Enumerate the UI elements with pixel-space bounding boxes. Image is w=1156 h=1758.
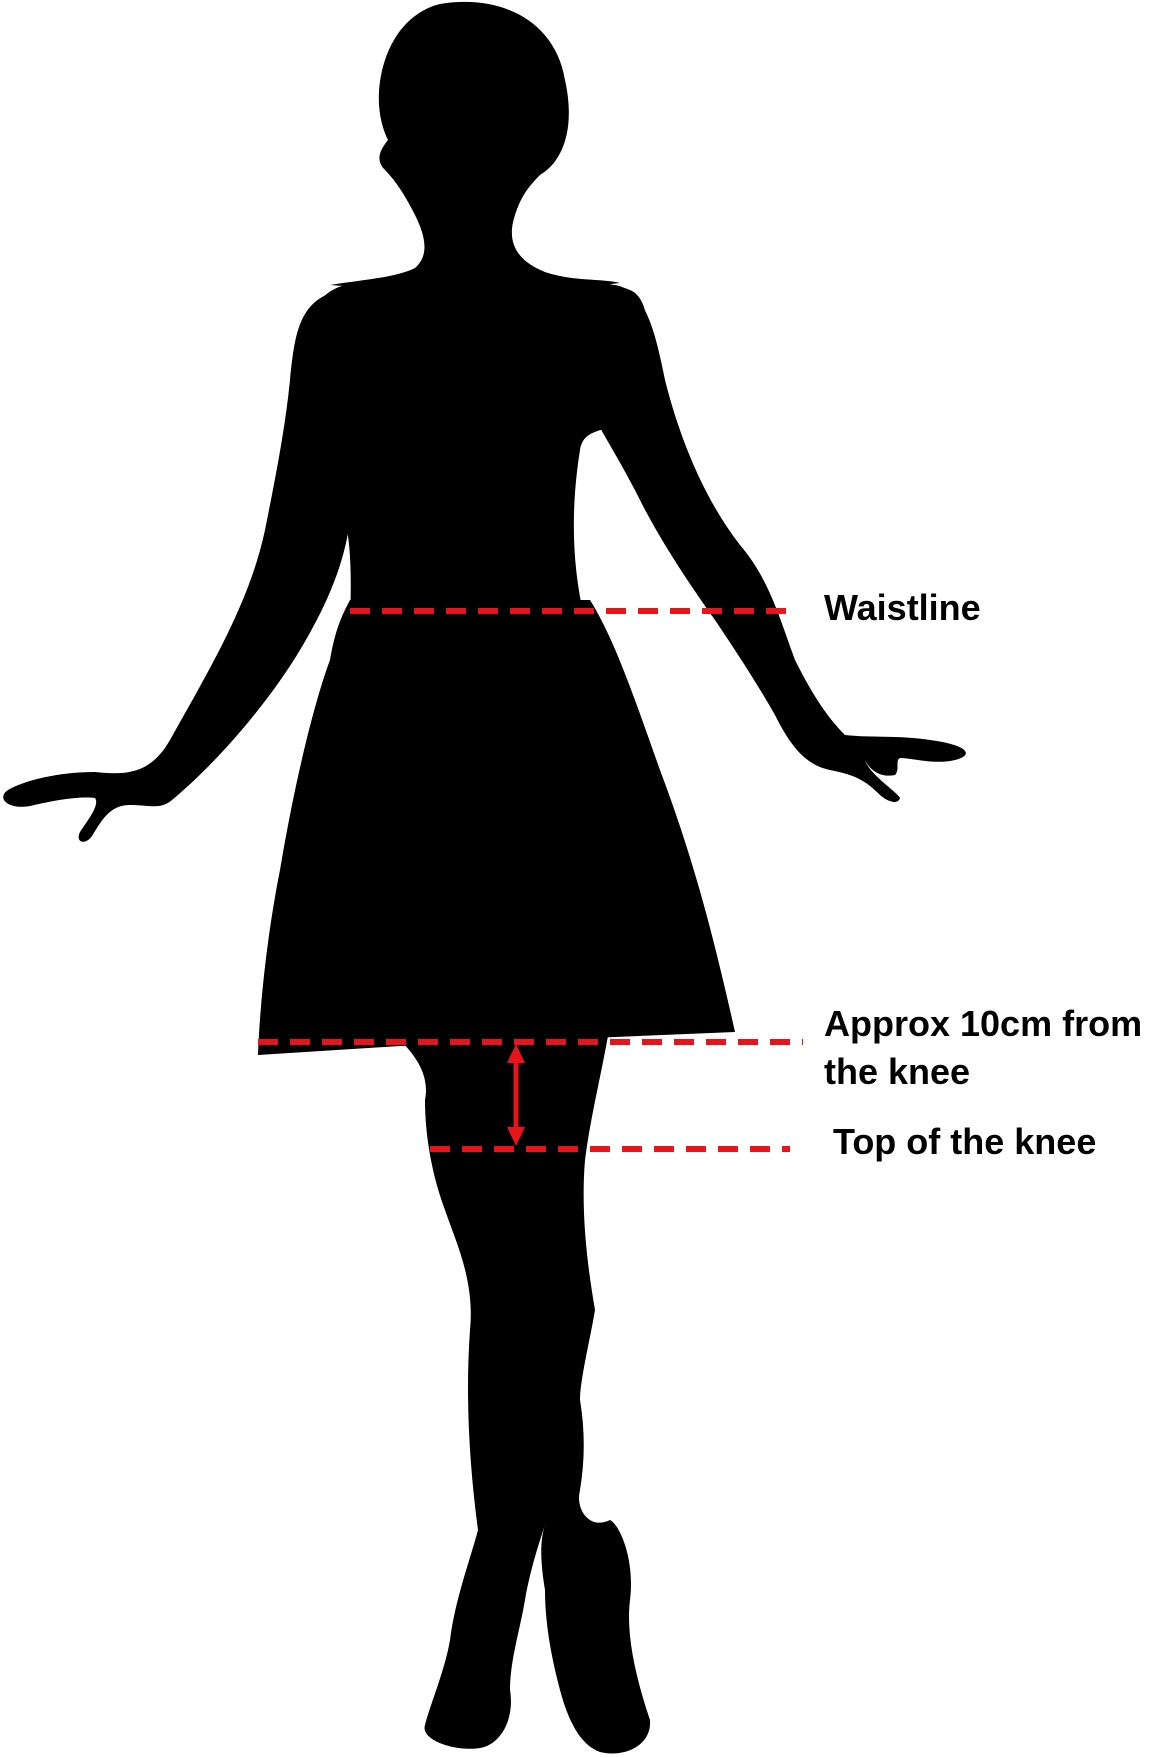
head-shape	[330, 2, 620, 290]
hem-label-line-2: the knee	[824, 1048, 1142, 1096]
hem-label: Approx 10cm from the knee	[824, 1000, 1142, 1096]
skirt-shape	[258, 600, 735, 1055]
torso-shape	[310, 280, 648, 620]
knee-label: Top of the knee	[833, 1118, 1096, 1166]
waistline-label: Waistline	[824, 584, 981, 632]
legs-shape	[400, 1036, 650, 1753]
hem-label-line-1: Approx 10cm from	[824, 1000, 1142, 1048]
woman-silhouette-icon	[3, 2, 966, 1754]
